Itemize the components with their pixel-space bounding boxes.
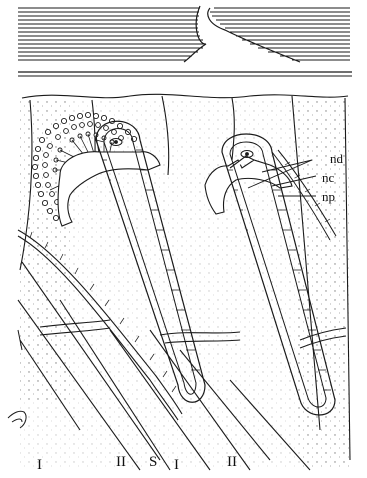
- label-layer-I-left: I: [37, 458, 42, 473]
- muscle-fiber-inset: [18, 6, 352, 76]
- label-layer-S: S: [149, 455, 157, 470]
- label-nc: nc: [322, 171, 334, 184]
- label-layer-II-right: II: [227, 455, 237, 470]
- label-np: np: [322, 190, 335, 203]
- label-nd: nd: [330, 152, 343, 165]
- stipple-texture: [20, 100, 350, 470]
- label-layer-II-left: II: [116, 455, 126, 470]
- label-layer-I-right: I: [174, 458, 179, 473]
